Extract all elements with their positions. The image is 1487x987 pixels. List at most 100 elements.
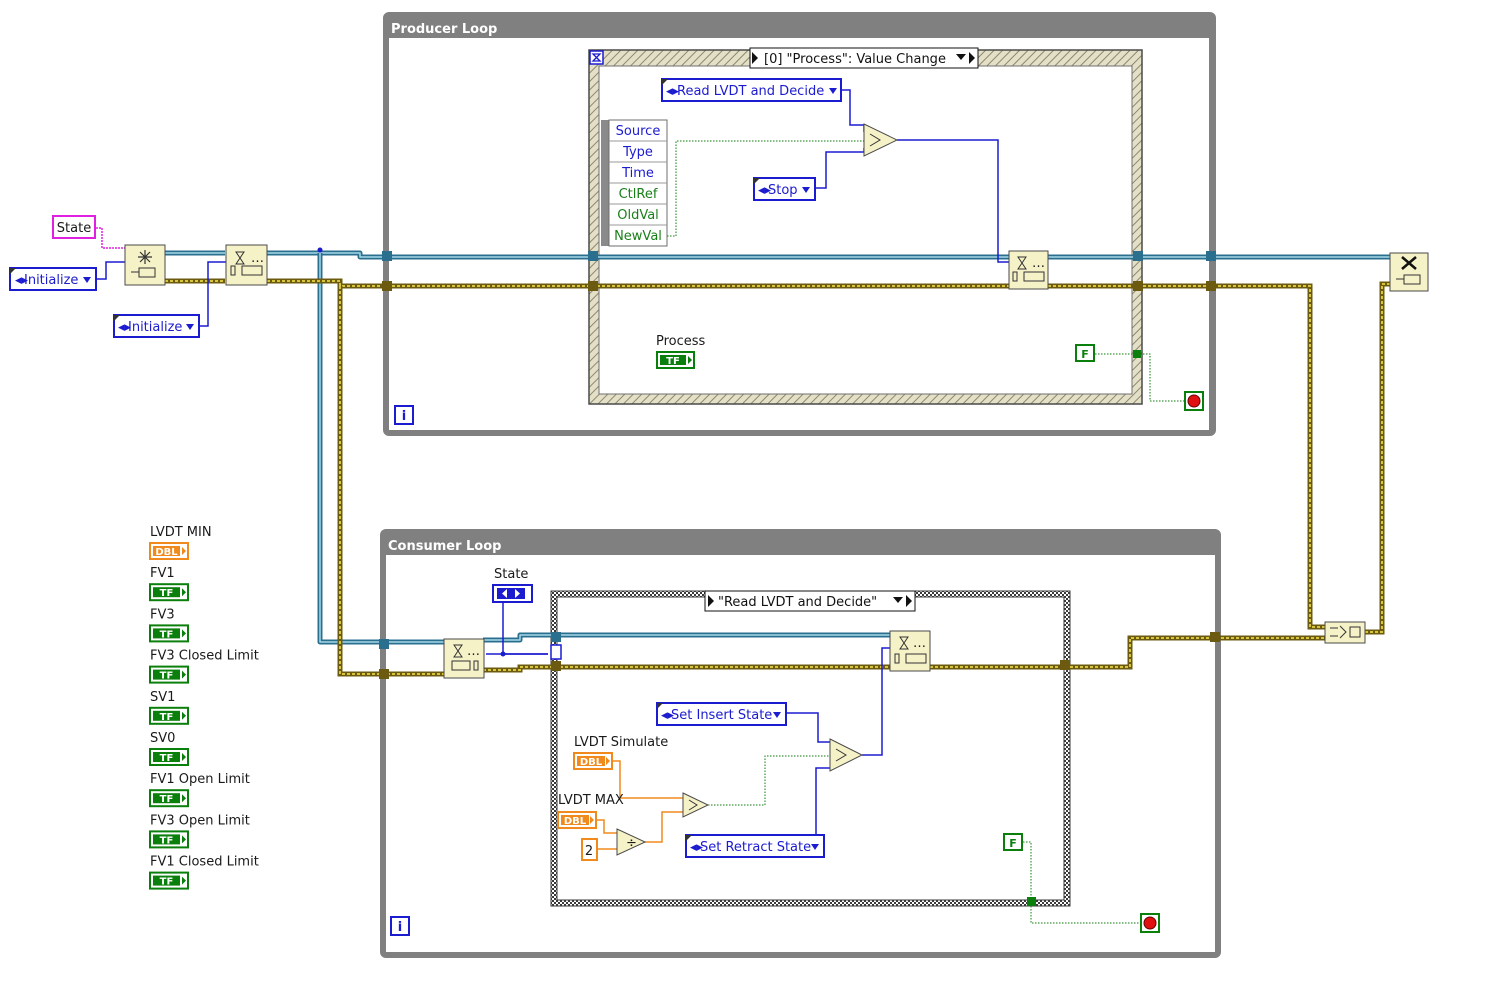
svg-text:2: 2 bbox=[585, 844, 593, 859]
state-indicator-terminal[interactable]: State bbox=[492, 567, 533, 603]
increment-arrow-icon[interactable] bbox=[969, 52, 975, 64]
output-arrow-icon bbox=[182, 711, 186, 720]
process-label: Process bbox=[656, 334, 706, 349]
svg-text:Initialize: Initialize bbox=[24, 273, 78, 288]
control-terminal-fill bbox=[153, 546, 180, 556]
release-queue-node[interactable] bbox=[1389, 252, 1429, 292]
svg-text:Stop: Stop bbox=[768, 183, 798, 198]
event-hourglass-icon bbox=[589, 50, 604, 65]
event-data-source: Source bbox=[616, 124, 661, 139]
control-terminal-fill bbox=[153, 875, 180, 886]
dequeue-node[interactable]: … bbox=[443, 638, 485, 679]
consumer-loop-title: Consumer Loop bbox=[388, 539, 501, 554]
svg-text:DBL: DBL bbox=[564, 816, 587, 827]
svg-text:Set Retract State: Set Retract State bbox=[700, 840, 811, 855]
svg-text:◂▸: ◂▸ bbox=[666, 84, 680, 99]
process-terminal[interactable]: Process TF bbox=[656, 334, 706, 369]
control-label: FV3 Open Limit bbox=[150, 813, 250, 828]
svg-text:i: i bbox=[398, 920, 402, 935]
svg-text:Read LVDT and Decide: Read LVDT and Decide bbox=[677, 84, 824, 99]
consumer-iteration-terminal: i bbox=[390, 916, 410, 936]
control-label: FV3 bbox=[150, 607, 175, 622]
wires bbox=[96, 89, 1390, 924]
event-selector[interactable]: [0] "Process": Value Change bbox=[749, 47, 979, 69]
svg-text:…: … bbox=[1032, 256, 1045, 271]
event-data-node[interactable]: Source Type Time CtlRef OldVal NewVal bbox=[601, 119, 668, 247]
svg-text:◂▸: ◂▸ bbox=[118, 320, 132, 335]
false-constant[interactable]: F bbox=[1003, 833, 1023, 851]
svg-text:i: i bbox=[402, 409, 406, 424]
case-selector[interactable]: "Read LVDT and Decide" bbox=[704, 590, 916, 612]
divide-node[interactable]: ÷ bbox=[616, 828, 647, 856]
svg-text:TF: TF bbox=[666, 356, 680, 367]
svg-text:F: F bbox=[1081, 348, 1089, 361]
dropdown-arrow-icon[interactable] bbox=[829, 88, 837, 94]
event-data-time: Time bbox=[621, 166, 654, 181]
event-structure[interactable]: [0] "Process": Value Change Source Type … bbox=[588, 47, 1143, 405]
read-lvdt-enum-constant[interactable]: ◂▸ Read LVDT and Decide bbox=[661, 78, 842, 102]
stop-terminal-icon[interactable] bbox=[1140, 913, 1160, 933]
select-function-node[interactable] bbox=[863, 123, 899, 157]
control-type-label: TF bbox=[160, 794, 174, 805]
dropdown-arrow-icon[interactable] bbox=[893, 597, 903, 603]
dropdown-arrow-icon[interactable] bbox=[956, 54, 966, 60]
stop-enum-constant[interactable]: ◂▸ Stop bbox=[753, 177, 816, 201]
output-arrow-icon bbox=[182, 753, 186, 761]
svg-text:÷: ÷ bbox=[626, 836, 637, 851]
dropdown-arrow-icon[interactable] bbox=[83, 277, 91, 283]
dropdown-arrow-icon[interactable] bbox=[773, 712, 781, 718]
svg-text:DBL: DBL bbox=[580, 757, 603, 768]
control-label: FV3 Closed Limit bbox=[150, 649, 259, 664]
obtain-queue-node[interactable] bbox=[124, 244, 166, 286]
false-constant[interactable]: F bbox=[1075, 344, 1095, 362]
control-label: LVDT MIN bbox=[150, 525, 212, 540]
state-label: State bbox=[494, 567, 528, 582]
lvdt-simulate-terminal[interactable]: LVDT Simulate DBL bbox=[573, 735, 668, 770]
enqueue-node[interactable]: … bbox=[225, 244, 268, 286]
output-arrow-icon bbox=[182, 876, 186, 885]
control-terminal-fill bbox=[153, 834, 180, 845]
initialize-enum-constant[interactable]: ◂▸ Initialize bbox=[113, 314, 200, 338]
greater-than-node[interactable] bbox=[682, 792, 710, 818]
stop-terminal-icon[interactable] bbox=[1184, 391, 1204, 411]
dropdown-arrow-icon[interactable] bbox=[186, 324, 194, 330]
output-arrow-icon bbox=[182, 629, 186, 638]
decrement-arrow-icon[interactable] bbox=[752, 52, 758, 64]
enqueue-node[interactable]: … bbox=[889, 630, 931, 672]
dropdown-arrow-icon[interactable] bbox=[811, 844, 819, 850]
numeric-constant-2[interactable]: 2 bbox=[581, 838, 598, 861]
set-retract-enum-constant[interactable]: ◂▸ Set Retract State bbox=[685, 834, 825, 858]
dropdown-arrow-icon[interactable] bbox=[802, 187, 810, 193]
tunnels bbox=[379, 251, 1220, 906]
svg-text:◂▸: ◂▸ bbox=[661, 708, 675, 723]
enqueue-node[interactable]: … bbox=[1008, 250, 1049, 290]
svg-text:◂▸: ◂▸ bbox=[758, 183, 772, 198]
control-label: FV1 Closed Limit bbox=[150, 855, 259, 870]
initialize-enum-constant[interactable]: ◂▸ Initialize bbox=[9, 267, 97, 291]
lvdt-max-terminal[interactable]: LVDT MAX DBL bbox=[557, 793, 624, 829]
control-type-label: TF bbox=[160, 877, 174, 888]
svg-text:F: F bbox=[1009, 837, 1017, 850]
output-arrow-icon bbox=[182, 794, 186, 803]
control-type-label: TF bbox=[160, 671, 174, 682]
merge-errors-node[interactable] bbox=[1324, 621, 1366, 644]
increment-arrow-icon[interactable] bbox=[906, 595, 912, 607]
control-terminal-fill bbox=[153, 669, 180, 680]
event-data-newval: NewVal bbox=[614, 229, 662, 244]
select-function-node[interactable] bbox=[829, 738, 864, 772]
decrement-arrow-icon[interactable] bbox=[708, 595, 714, 607]
state-variant-label[interactable]: State bbox=[52, 215, 96, 239]
lvdt-simulate-label: LVDT Simulate bbox=[574, 735, 668, 750]
svg-text:…: … bbox=[913, 636, 926, 651]
set-insert-enum-constant[interactable]: ◂▸ Set Insert State bbox=[656, 702, 787, 726]
